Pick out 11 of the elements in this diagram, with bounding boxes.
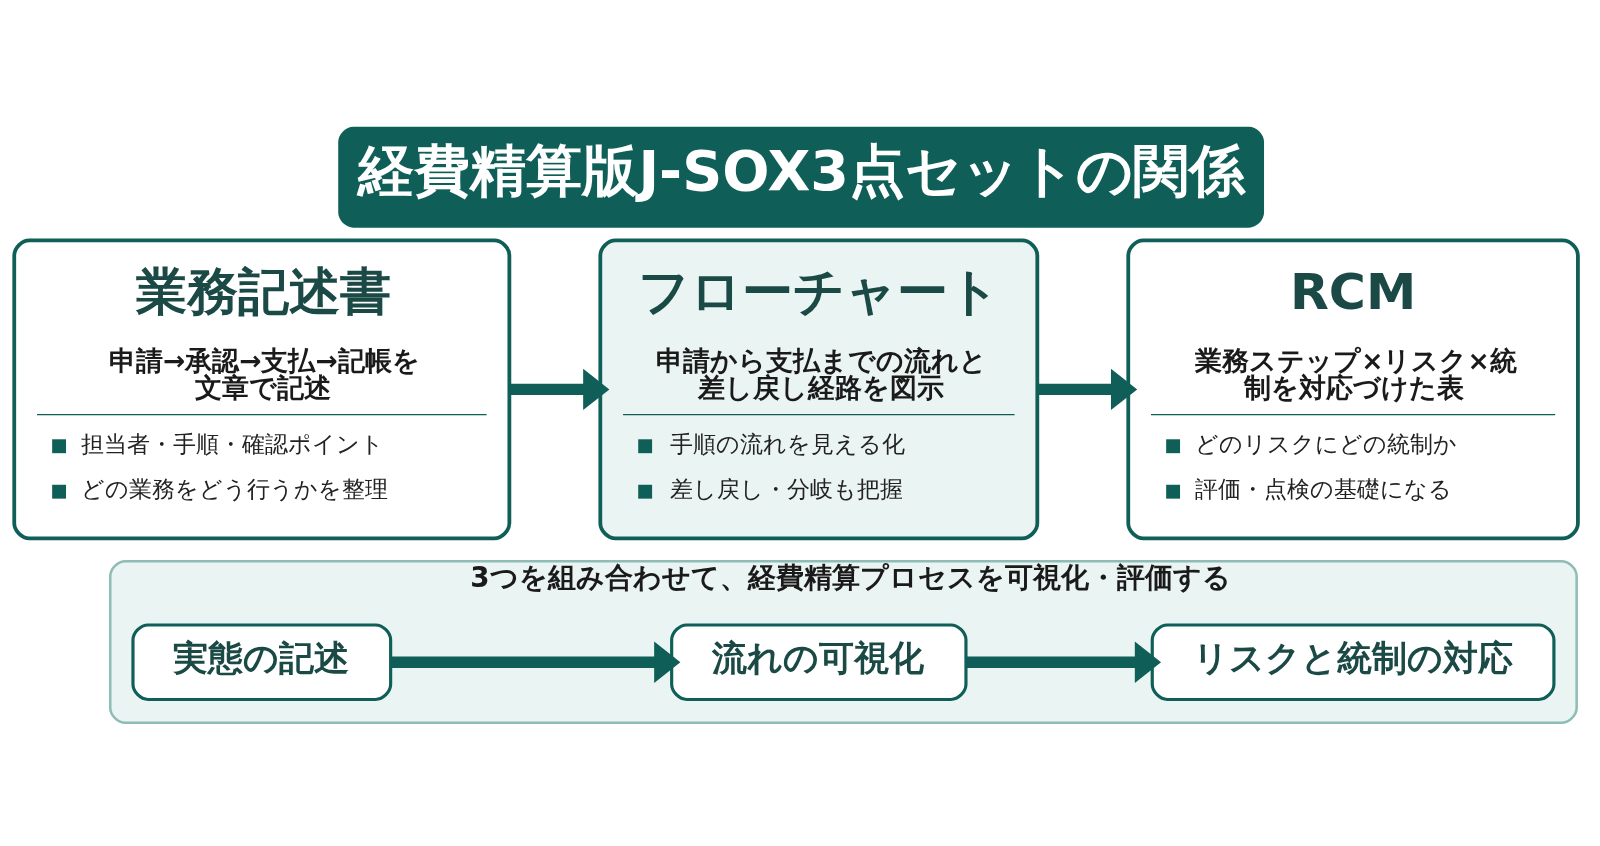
node-box: 業務記述書 申請→承認→支払→記帳を文章で記述 担当者・手順・確認ポイント どの業務をどう行うかを整理 [11, 237, 511, 540]
node-box: フローチャート 申請から支払までの流れと差し戻し経路を図示 手順の流れを見える化 差し戻し・分岐も把握 [597, 237, 1039, 540]
node-box: 流れの可視化 [669, 622, 968, 701]
node-box: リスクと統制の対応 [1150, 622, 1555, 701]
arrow [509, 368, 609, 410]
arrow [1037, 368, 1137, 410]
arrow [390, 641, 680, 683]
node-box: 実態の記述 [130, 622, 392, 701]
diagram-title: 経費精算版J-SOX3点セットの関係 [357, 137, 1245, 203]
arrow [965, 641, 1161, 683]
node-box: RCM 業務ステップ×リスク×統制を対応づけた表 どのリスクにどの統制か 評価・点検の基礎になる [1125, 237, 1580, 540]
